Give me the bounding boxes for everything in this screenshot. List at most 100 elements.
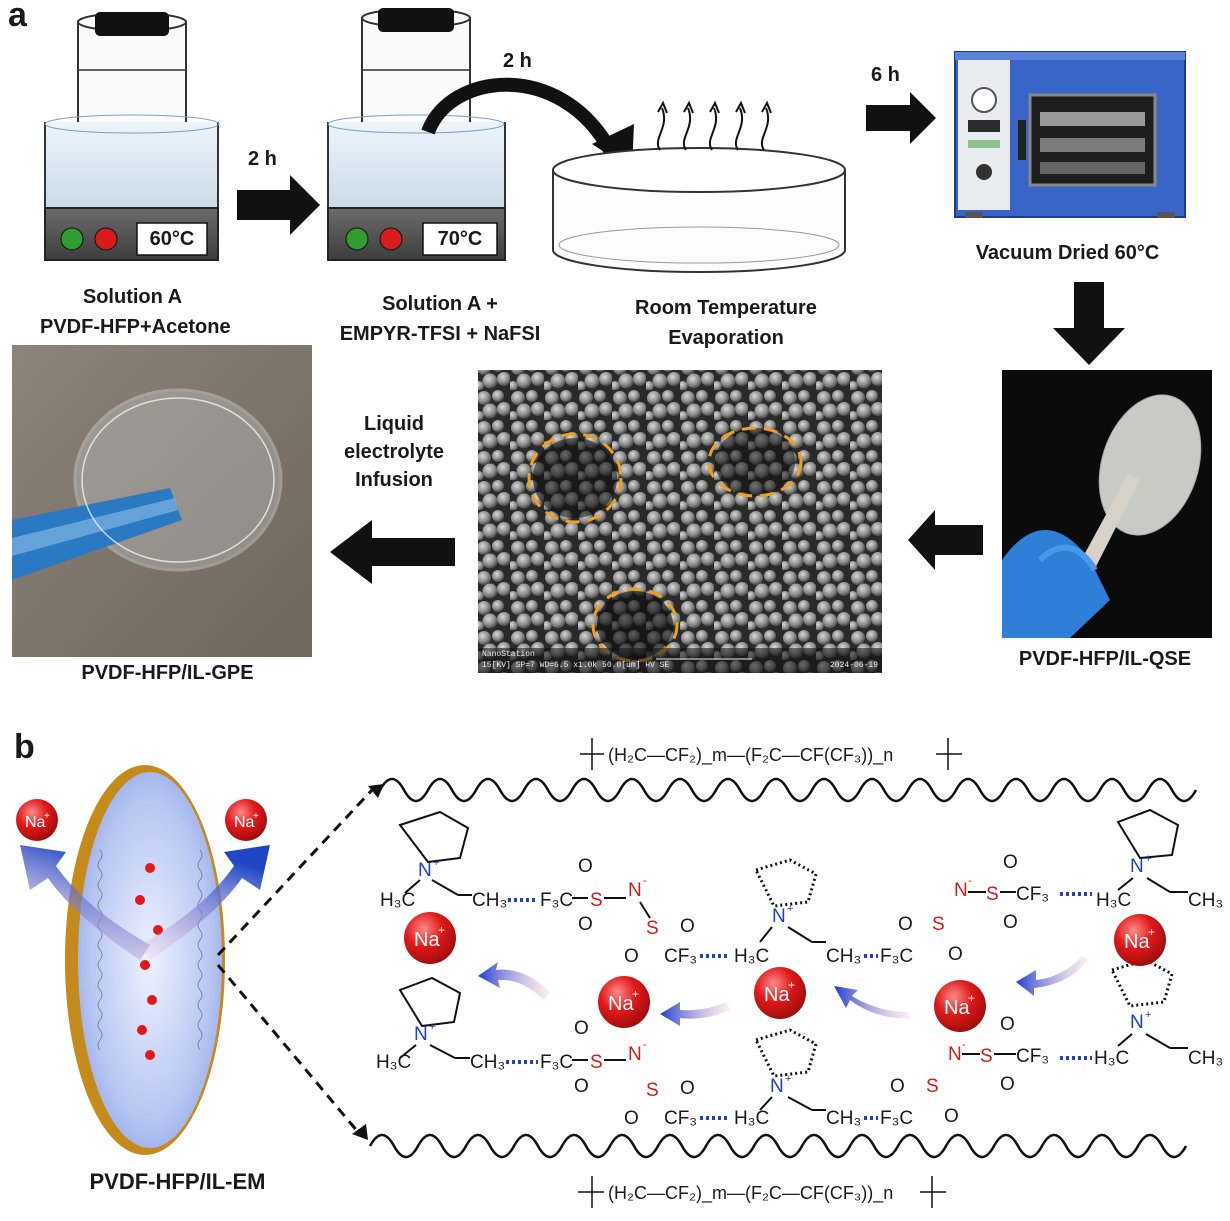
hotplate-1	[44, 12, 220, 261]
svg-text:+: +	[968, 991, 975, 1005]
qse-photo	[1002, 370, 1212, 638]
svg-text:S: S	[590, 890, 603, 911]
caption-oven: Vacuum Dried 60°C	[975, 242, 1160, 264]
svg-text:F₃C: F₃C	[540, 890, 573, 911]
arrow-step-1	[237, 175, 320, 235]
svg-text:F₃C: F₃C	[880, 946, 913, 967]
caption-solution-b-line1: Solution A +	[382, 293, 498, 315]
polymer-formula-bottom-brackets	[578, 1176, 946, 1208]
svg-text:CF₃: CF₃	[1016, 1046, 1049, 1067]
svg-text:H₃C: H₃C	[734, 1108, 769, 1129]
caption-solution-a-line1: Solution A	[82, 286, 183, 308]
svg-text:-: -	[643, 1039, 647, 1051]
svg-text:H₃C: H₃C	[380, 890, 415, 911]
caption-infusion-line3: Infusion	[355, 469, 433, 491]
caption-evaporation-line1: Room Temperature	[635, 297, 817, 319]
zoom-lines	[216, 788, 374, 1133]
svg-text:S: S	[590, 1052, 603, 1073]
sem-micrograph: NanoStation 15[KV] SP=7 WD=6.5 x1.0k 50.…	[478, 370, 882, 673]
svg-text:-: -	[968, 875, 972, 887]
na-ion-5: Na+	[934, 980, 986, 1032]
svg-text:O: O	[574, 1018, 589, 1039]
hop-arrows	[478, 956, 1088, 1026]
svg-text:+: +	[44, 811, 50, 822]
svg-text:Na: Na	[25, 814, 46, 831]
hotplate-2	[327, 8, 506, 261]
svg-text:+: +	[438, 923, 445, 937]
svg-text:N: N	[772, 906, 786, 927]
svg-text:O: O	[890, 1076, 905, 1097]
svg-text:+: +	[429, 1021, 435, 1033]
arrow-step-3	[866, 92, 936, 144]
vacuum-oven	[954, 51, 1186, 218]
svg-text:+: +	[1145, 853, 1151, 865]
svg-text:O: O	[1003, 852, 1018, 873]
big-arrow-left	[20, 845, 150, 960]
svg-text:CH₃: CH₃	[1188, 890, 1223, 911]
panel-a-graphics: NanoStation 15[KV] SP=7 WD=6.5 x1.0k 50.…	[12, 8, 1212, 673]
svg-text:CH₃: CH₃	[826, 946, 861, 967]
svg-text:S: S	[980, 1046, 993, 1067]
svg-text:Na: Na	[764, 984, 790, 1006]
svg-text:N: N	[1130, 856, 1144, 877]
caption-evaporation-line2: Evaporation	[668, 327, 784, 349]
panel-b-graphics: Na+ Na+ (H₂C—CF₂)_m—(F₂C—CF(CF₃))_n (H₂C…	[16, 738, 1223, 1208]
svg-text:O: O	[578, 856, 593, 877]
svg-text:O: O	[680, 916, 695, 937]
svg-text:Na: Na	[608, 993, 634, 1015]
caption-solution-b-line2: EMPYR-TFSI + NaFSI	[339, 323, 541, 345]
caption-infusion: Liquid electrolyte Infusion	[338, 410, 450, 494]
svg-text:N: N	[418, 860, 432, 881]
svg-text:CH₃: CH₃	[1188, 1048, 1223, 1069]
svg-text:CH₃: CH₃	[470, 1052, 505, 1073]
svg-text:S: S	[646, 1080, 659, 1101]
svg-text:O: O	[574, 1076, 589, 1097]
arrow-step-4	[1053, 282, 1125, 365]
arrow-step-5	[908, 510, 983, 570]
cation-top-left: N+ H₃C CH₃	[380, 810, 507, 911]
membrane-disc	[65, 765, 225, 1155]
na-ion-2: Na+	[1114, 914, 1166, 966]
svg-text:+: +	[787, 903, 793, 915]
svg-text:Na: Na	[234, 814, 255, 831]
caption-solution-a-line2: PVDF-HFP+Acetone	[40, 316, 231, 338]
svg-text:S: S	[646, 918, 659, 939]
cation-top-right: N+ H₃C CH₃	[1096, 808, 1223, 911]
svg-text:+: +	[632, 987, 639, 1001]
curved-pour-arrow	[421, 77, 617, 154]
anion-top-right: N- S O O CF₃ O S O F₃C	[880, 852, 1049, 967]
svg-text:N: N	[1130, 1012, 1144, 1033]
svg-text:Na: Na	[414, 929, 440, 951]
svg-text:CF₃: CF₃	[1016, 884, 1049, 905]
na-ion-left-top: Na+	[16, 799, 58, 841]
svg-text:O: O	[944, 1106, 959, 1127]
polymer-formula-top: (H₂C—CF₂)_m—(F₂C—CF(CF₃))_n	[608, 745, 893, 766]
svg-text:H₃C: H₃C	[1094, 1048, 1129, 1069]
na-ion-1: Na+	[404, 912, 456, 964]
hotplate-2-temp: 70°C	[437, 228, 483, 250]
svg-text:N: N	[414, 1024, 428, 1045]
sem-date: 2024-06-19	[830, 661, 878, 670]
gpe-photo	[12, 345, 312, 657]
svg-text:N: N	[770, 1076, 784, 1097]
membrane-caption: PVDF-HFP/IL-EM	[89, 1169, 266, 1194]
svg-text:O: O	[948, 944, 963, 965]
na-ion-3: Na+	[598, 976, 650, 1028]
petri-dish	[552, 100, 846, 273]
interaction-dots	[506, 892, 1092, 1120]
polymer-formula-top-brackets	[580, 738, 962, 770]
panel-b-label: b	[14, 728, 35, 766]
svg-text:O: O	[624, 946, 639, 967]
cation-center-top: N+ H₃C CH₃	[734, 858, 861, 967]
time-label-1: 2 h	[248, 148, 277, 170]
time-label-2: 2 h	[503, 50, 532, 72]
panel-a-label: a	[8, 0, 27, 34]
svg-text:O: O	[578, 914, 593, 935]
svg-text:O: O	[1000, 1014, 1015, 1035]
svg-text:O: O	[1003, 912, 1018, 933]
caption-qse: PVDF-HFP/IL-QSE	[1018, 648, 1192, 670]
svg-text:+: +	[1145, 1009, 1151, 1021]
svg-text:O: O	[624, 1108, 639, 1129]
svg-text:CF₃: CF₃	[664, 1108, 697, 1129]
anion-top-left: F₃C S O O N- S O O CF₃	[540, 856, 697, 967]
